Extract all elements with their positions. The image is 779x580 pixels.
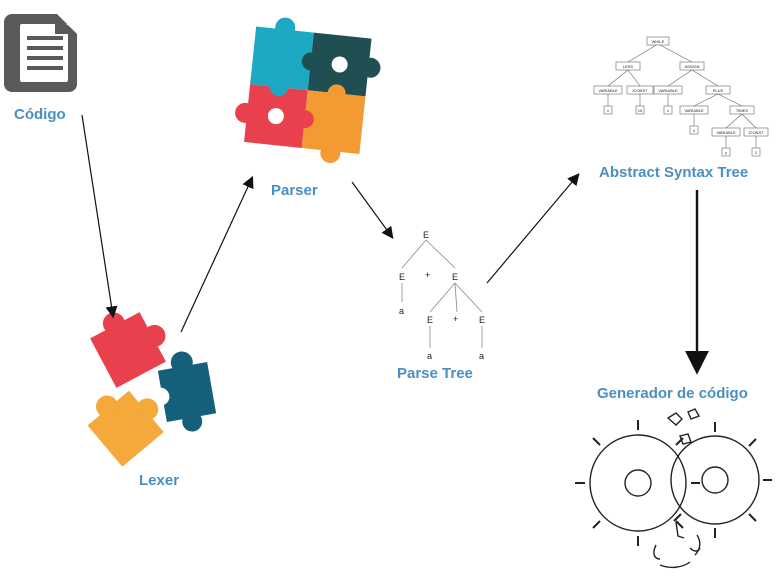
ast-leaf-x2: x <box>667 108 669 113</box>
ast-var1: VARIABLE <box>598 88 618 93</box>
ast-cond: LESS <box>623 64 634 69</box>
ast-const1: ICONST <box>632 88 648 93</box>
pt-left: E <box>399 272 405 282</box>
ast-plus: PLUS <box>713 88 724 93</box>
node-label-ast: Abstract Syntax Tree <box>599 164 749 181</box>
node-label-lexer: Lexer <box>139 472 180 489</box>
ast-root: WHILE <box>652 39 665 44</box>
pt-plus1: + <box>425 270 430 280</box>
pt-sub-left: E <box>427 315 433 325</box>
pt-sub-left-leaf: a <box>427 351 432 361</box>
node-label-parser: Parser <box>271 182 318 199</box>
puzzle-pieces-icon <box>87 312 217 467</box>
flow-arrows <box>81 114 709 375</box>
ast-leaf-2: 2 <box>755 150 758 155</box>
puzzle-square-icon <box>235 17 381 164</box>
pt-plus2: + <box>453 314 458 324</box>
ast-tree <box>593 36 769 157</box>
pt-right: E <box>452 272 458 282</box>
arrow-parser-parsetree <box>351 181 394 239</box>
ast-leaf-y: y <box>725 150 727 155</box>
pt-root: E <box>423 230 429 240</box>
pt-sub-right: E <box>479 315 485 325</box>
ast-leaf-x3: x <box>693 128 695 133</box>
ast-const2: ICONST <box>748 130 764 135</box>
ast-times: TIMES <box>736 108 749 113</box>
ast-assign: ASSIGN <box>684 64 699 69</box>
ast-var4: VARIABLE <box>716 130 736 135</box>
gears-icon <box>575 408 772 569</box>
pt-sub-right-leaf: a <box>479 351 484 361</box>
arrow-lexer-parser <box>180 175 254 333</box>
node-label-codegen: Generador de código <box>597 385 748 402</box>
ast-leaf-10: 10 <box>638 108 643 113</box>
arrow-codigo-lexer <box>81 114 118 319</box>
ast-var3: VARIABLE <box>684 108 704 113</box>
node-label-parse-tree: Parse Tree <box>397 365 473 382</box>
arrow-parsetree-ast <box>486 173 580 284</box>
parse-tree <box>401 239 483 348</box>
document-icon <box>4 14 77 92</box>
ast-var2: VARIABLE <box>658 88 678 93</box>
pt-left-leaf: a <box>399 306 404 316</box>
node-label-codigo: Código <box>14 106 66 123</box>
ast-leaf-x: x <box>607 108 609 113</box>
